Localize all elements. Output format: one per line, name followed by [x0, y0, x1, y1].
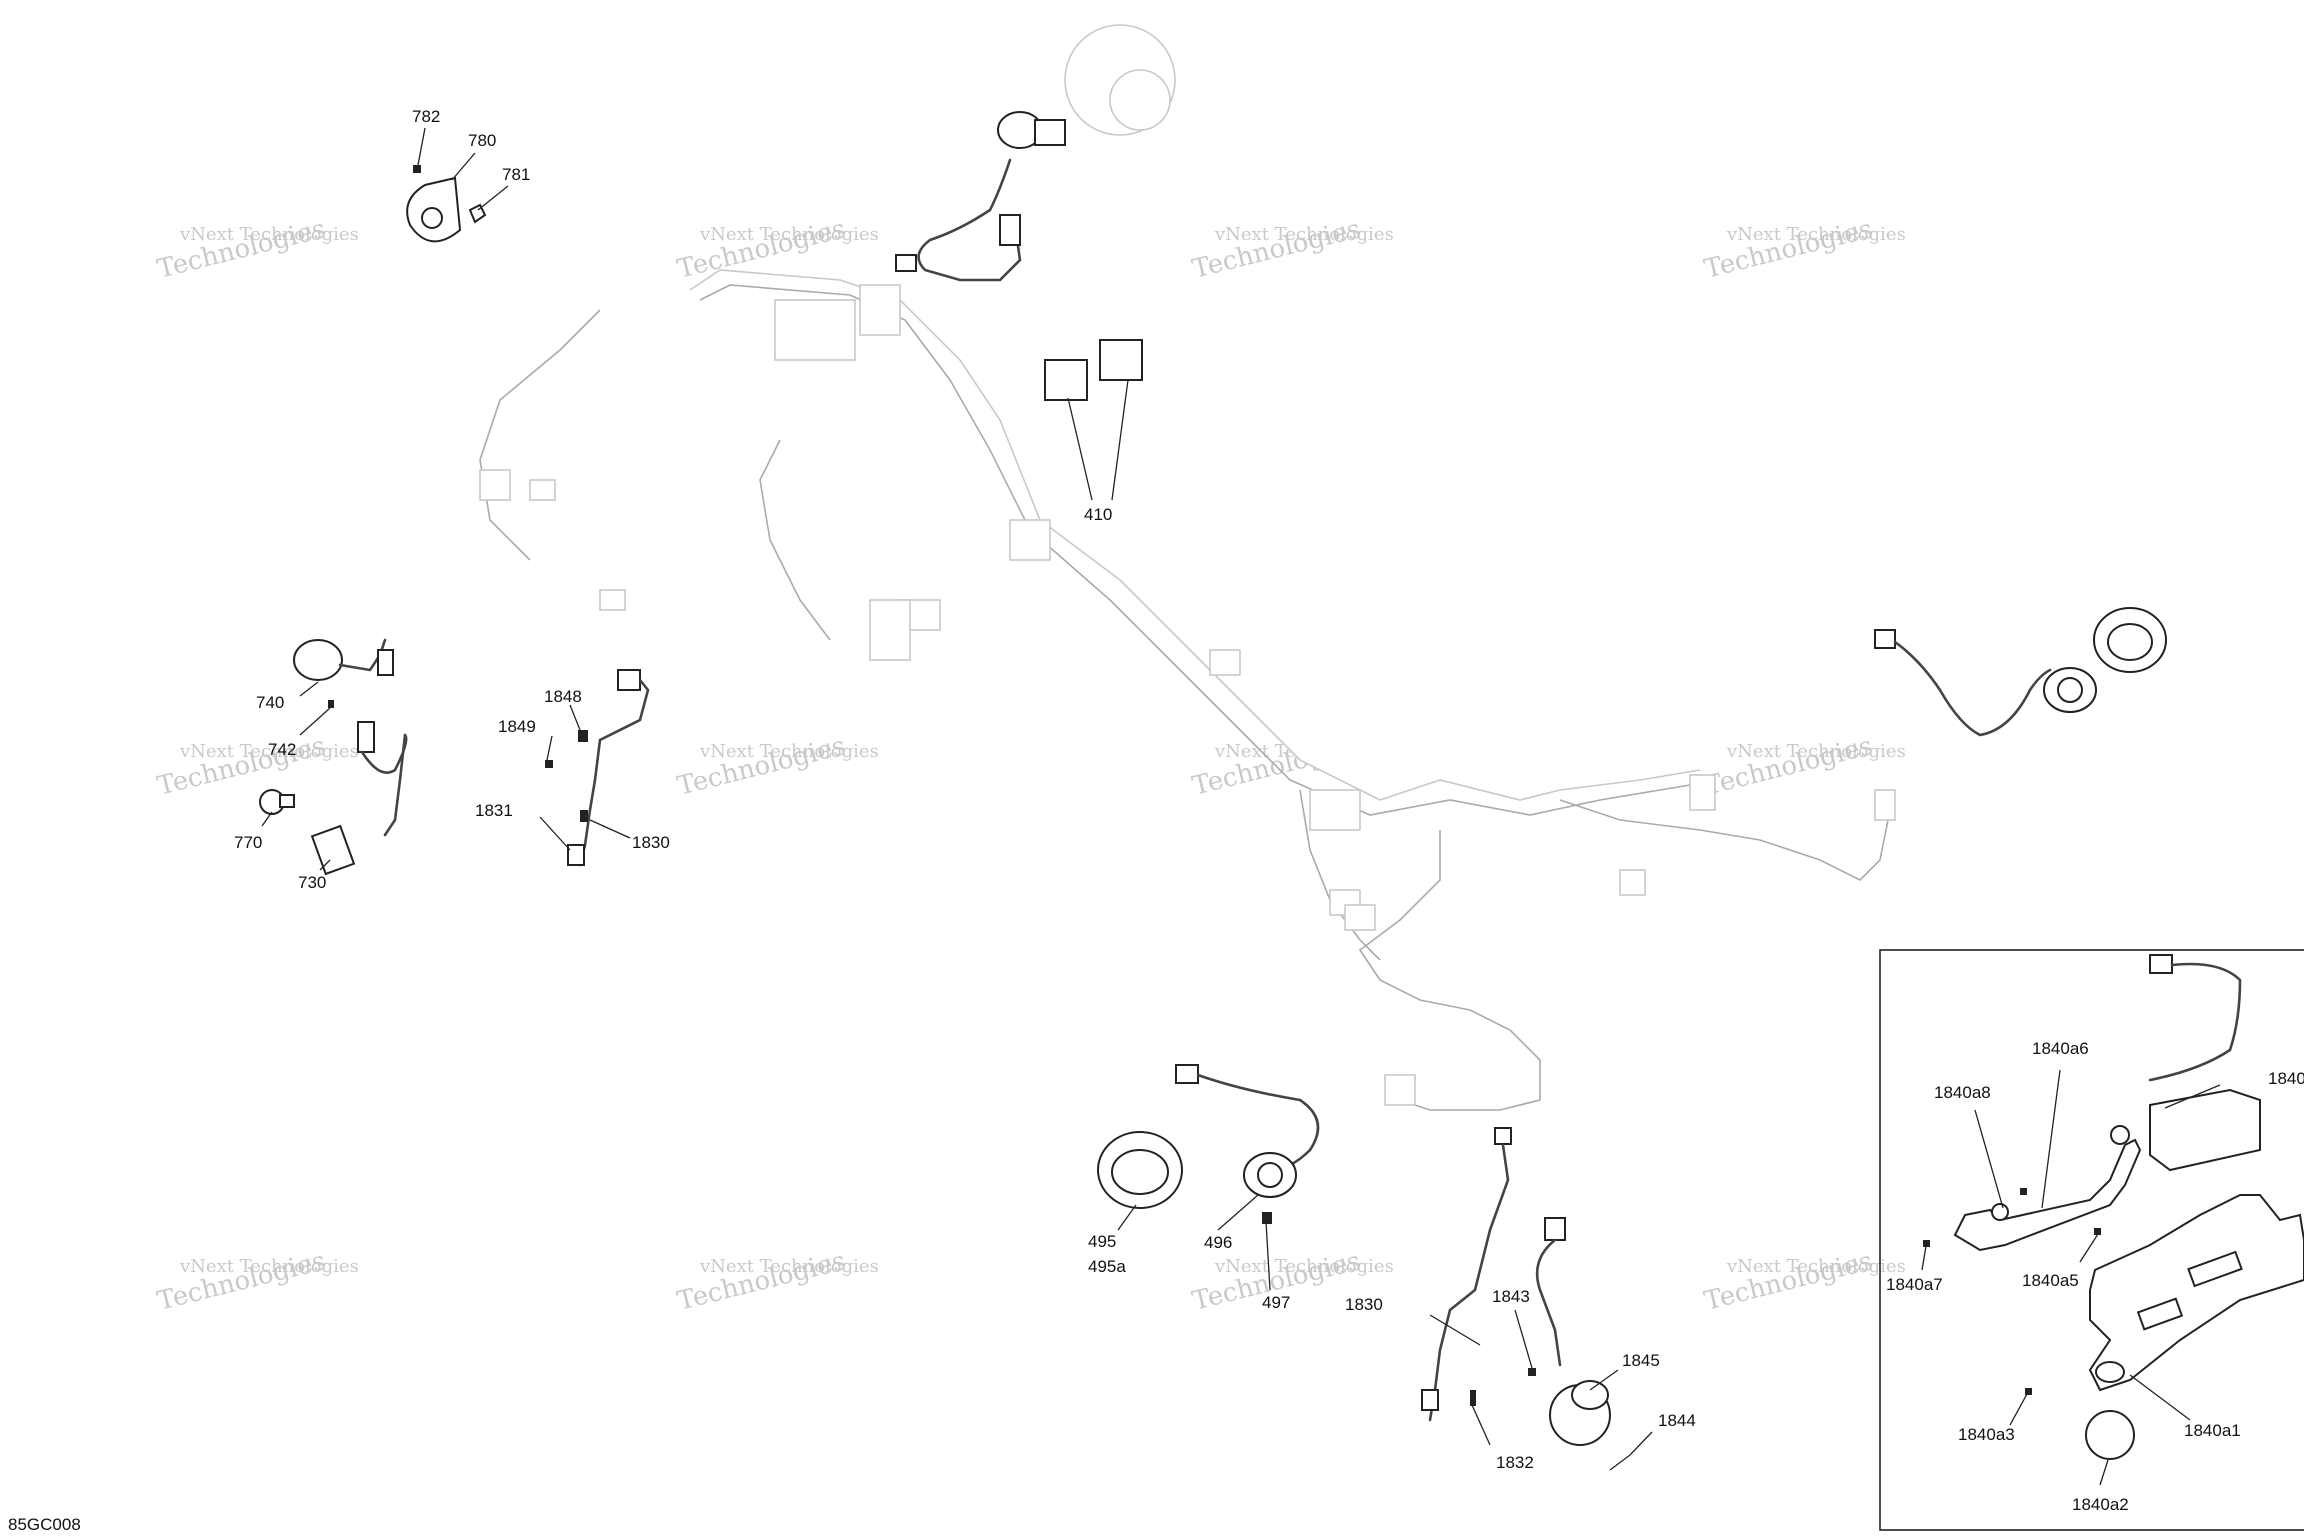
callout-1845: 1845: [1622, 1351, 1660, 1370]
watermark: vNext Technologies Technologies: [674, 731, 878, 802]
callout-1849: 1849: [498, 717, 536, 736]
speed-sensor-left: [545, 669, 650, 867]
callout-1840a3: 1840a3: [1958, 1425, 2015, 1444]
license-lamp-kit: [1923, 954, 2304, 1460]
harness-connector: [1344, 904, 1376, 931]
ignition-coil-assembly: [895, 111, 1066, 282]
watermark-line1: vNext Technologies: [1726, 1256, 1906, 1277]
callout-740: 740: [256, 693, 284, 712]
engine-ghost-hub: [1109, 69, 1171, 131]
harness-connector: [529, 479, 556, 501]
watermark: vNext Technologies Technologies: [154, 1246, 358, 1317]
callout-495a: 495a: [1088, 1257, 1126, 1276]
relay-block: [859, 284, 901, 336]
diagram-code: 85GC008: [8, 1515, 81, 1534]
fuse-box: [774, 299, 856, 361]
watermark: vNext Technologies Technologies: [1701, 214, 1905, 285]
harness-connector: [1209, 649, 1241, 676]
harness-connector: [1384, 1074, 1416, 1106]
callout-1840a7: 1840a7: [1886, 1275, 1943, 1294]
callout-1840a1: 1840a1: [2184, 1421, 2241, 1440]
callout-1840: 1840: [2268, 1069, 2304, 1088]
callout-1843: 1843: [1492, 1287, 1530, 1306]
watermark-line1: vNext Technologies: [179, 1256, 359, 1277]
watermark-line1: vNext Technologies: [699, 1256, 879, 1277]
watermark: vNext Technologies Technologies: [154, 214, 358, 285]
callout-1840a8: 1840a8: [1934, 1083, 1991, 1102]
watermark-line1: vNext Technologies: [1726, 224, 1906, 245]
callout-labels: 782 780 781 410 740 742 770 730 1848 184…: [234, 107, 2304, 1514]
watermark-line1: vNext Technologies: [1726, 741, 1906, 762]
callout-410: 410: [1084, 505, 1112, 524]
relay-pair: [1044, 339, 1143, 401]
harness-connector: [1619, 869, 1646, 896]
callout-770: 770: [234, 833, 262, 852]
watermark-line1: vNext Technologies: [1214, 224, 1394, 245]
callout-1830-left: 1830: [632, 833, 670, 852]
callout-1831: 1831: [475, 801, 513, 820]
left-sensor-group: [259, 638, 408, 876]
watermark: vNext Technologies Technologies: [674, 1246, 878, 1317]
callout-780: 780: [468, 131, 496, 150]
speed-sensor-rear: [1421, 1127, 1631, 1471]
horn-assembly: [406, 165, 487, 243]
harness-connector: [1309, 789, 1361, 831]
right-lamp-assembly: [1874, 607, 2167, 737]
callout-730: 730: [298, 873, 326, 892]
callout-1840a5: 1840a5: [2022, 1271, 2079, 1290]
watermark: vNext Technologies Technologies: [1189, 214, 1393, 285]
main-wiring-harness: [479, 24, 1896, 1111]
callout-496: 496: [1204, 1233, 1232, 1252]
callout-742: 742: [268, 740, 296, 759]
watermark: vNext Technologies Technologies: [154, 731, 358, 802]
callout-495: 495: [1088, 1232, 1116, 1251]
inset-frame: [1879, 949, 2304, 1531]
callout-1840a2: 1840a2: [2072, 1495, 2129, 1514]
watermark-line1: vNext Technologies: [1214, 1256, 1394, 1277]
callout-781: 781: [502, 165, 530, 184]
callout-1832: 1832: [1496, 1453, 1534, 1472]
front-light-assembly: [1097, 1064, 1320, 1224]
watermark-line1: vNext Technologies: [179, 224, 359, 245]
callout-1848: 1848: [544, 687, 582, 706]
watermark: vNext Technologies Technologies: [1701, 1246, 1905, 1317]
watermark-line1: vNext Technologies: [179, 741, 359, 762]
callout-1830-rear: 1830: [1345, 1295, 1383, 1314]
harness-connector: [1009, 519, 1051, 561]
callout-1844: 1844: [1658, 1411, 1696, 1430]
callout-497: 497: [1262, 1293, 1290, 1312]
watermark-line1: vNext Technologies: [699, 224, 879, 245]
harness-connector: [479, 469, 511, 501]
callout-782: 782: [412, 107, 440, 126]
watermark-line1: vNext Technologies: [699, 741, 879, 762]
harness-connector: [599, 589, 626, 611]
ecu-module: [869, 599, 911, 661]
harness-connector: [1874, 789, 1896, 821]
harness-connector: [1689, 774, 1716, 811]
leader-lines: [261, 127, 2221, 1486]
callout-1840a6: 1840a6: [2032, 1039, 2089, 1058]
